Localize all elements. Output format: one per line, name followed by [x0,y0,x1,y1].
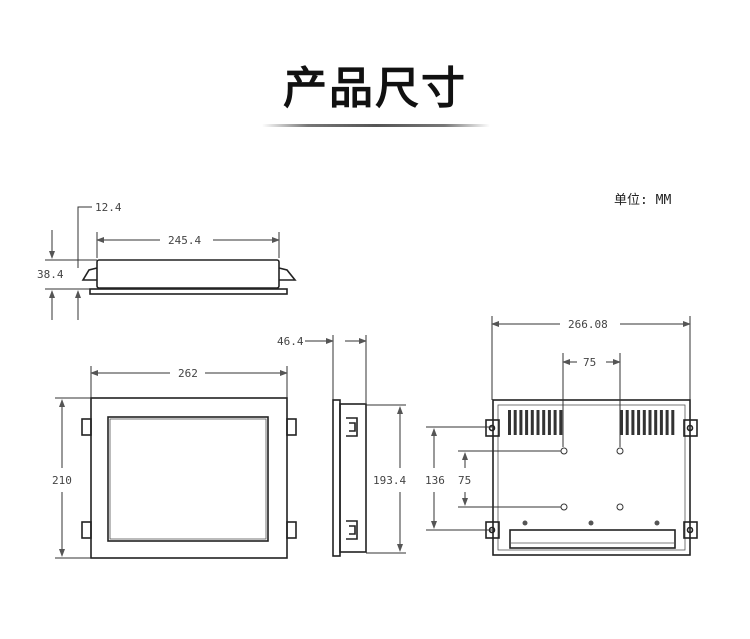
vent-slot [631,410,635,435]
page-title: 产品尺寸 [283,63,467,114]
vent-slot [519,410,523,435]
dim-245-4: 245.4 [168,234,201,247]
dim-38-4: 38.4 [37,268,64,281]
vent-slot [547,410,551,435]
vent-slot [513,410,517,435]
vent-slot [671,410,675,435]
dim-75-vertical: 75 [458,474,471,487]
vent-slot [648,410,652,435]
dim-12-4: 12.4 [95,201,122,214]
vent-slot [665,410,669,435]
dim-75-horizontal: 75 [583,356,596,369]
vent-slot [637,410,641,435]
vent-slot [642,410,646,435]
dim-193-4: 193.4 [373,474,406,487]
vent-slot [553,410,557,435]
dim-262: 262 [178,367,198,380]
vent-slot [530,410,534,435]
dim-46-4: 46.4 [277,335,304,348]
vent-slot [659,410,663,435]
side-view: 46.4 193.4 [277,335,406,557]
dim-210: 210 [52,474,72,487]
unit-label: 单位: MM [614,193,672,208]
title-underline [262,124,490,127]
vent-slots [508,410,675,435]
vent-slot [525,410,529,435]
vent-slot [508,410,511,435]
front-view: 262 210 [52,366,297,559]
back-view: 266.08 75 136 75 [425,316,698,556]
vent-slot [625,410,629,435]
dim-136: 136 [425,474,445,487]
dim-266-08: 266.08 [568,318,608,331]
top-view: 12.4 245.4 38.4 [37,201,297,320]
vent-slot [654,410,658,435]
vent-slot [536,410,540,435]
vent-slot [620,410,623,435]
vent-slot [559,410,563,435]
vent-slot [542,410,546,435]
